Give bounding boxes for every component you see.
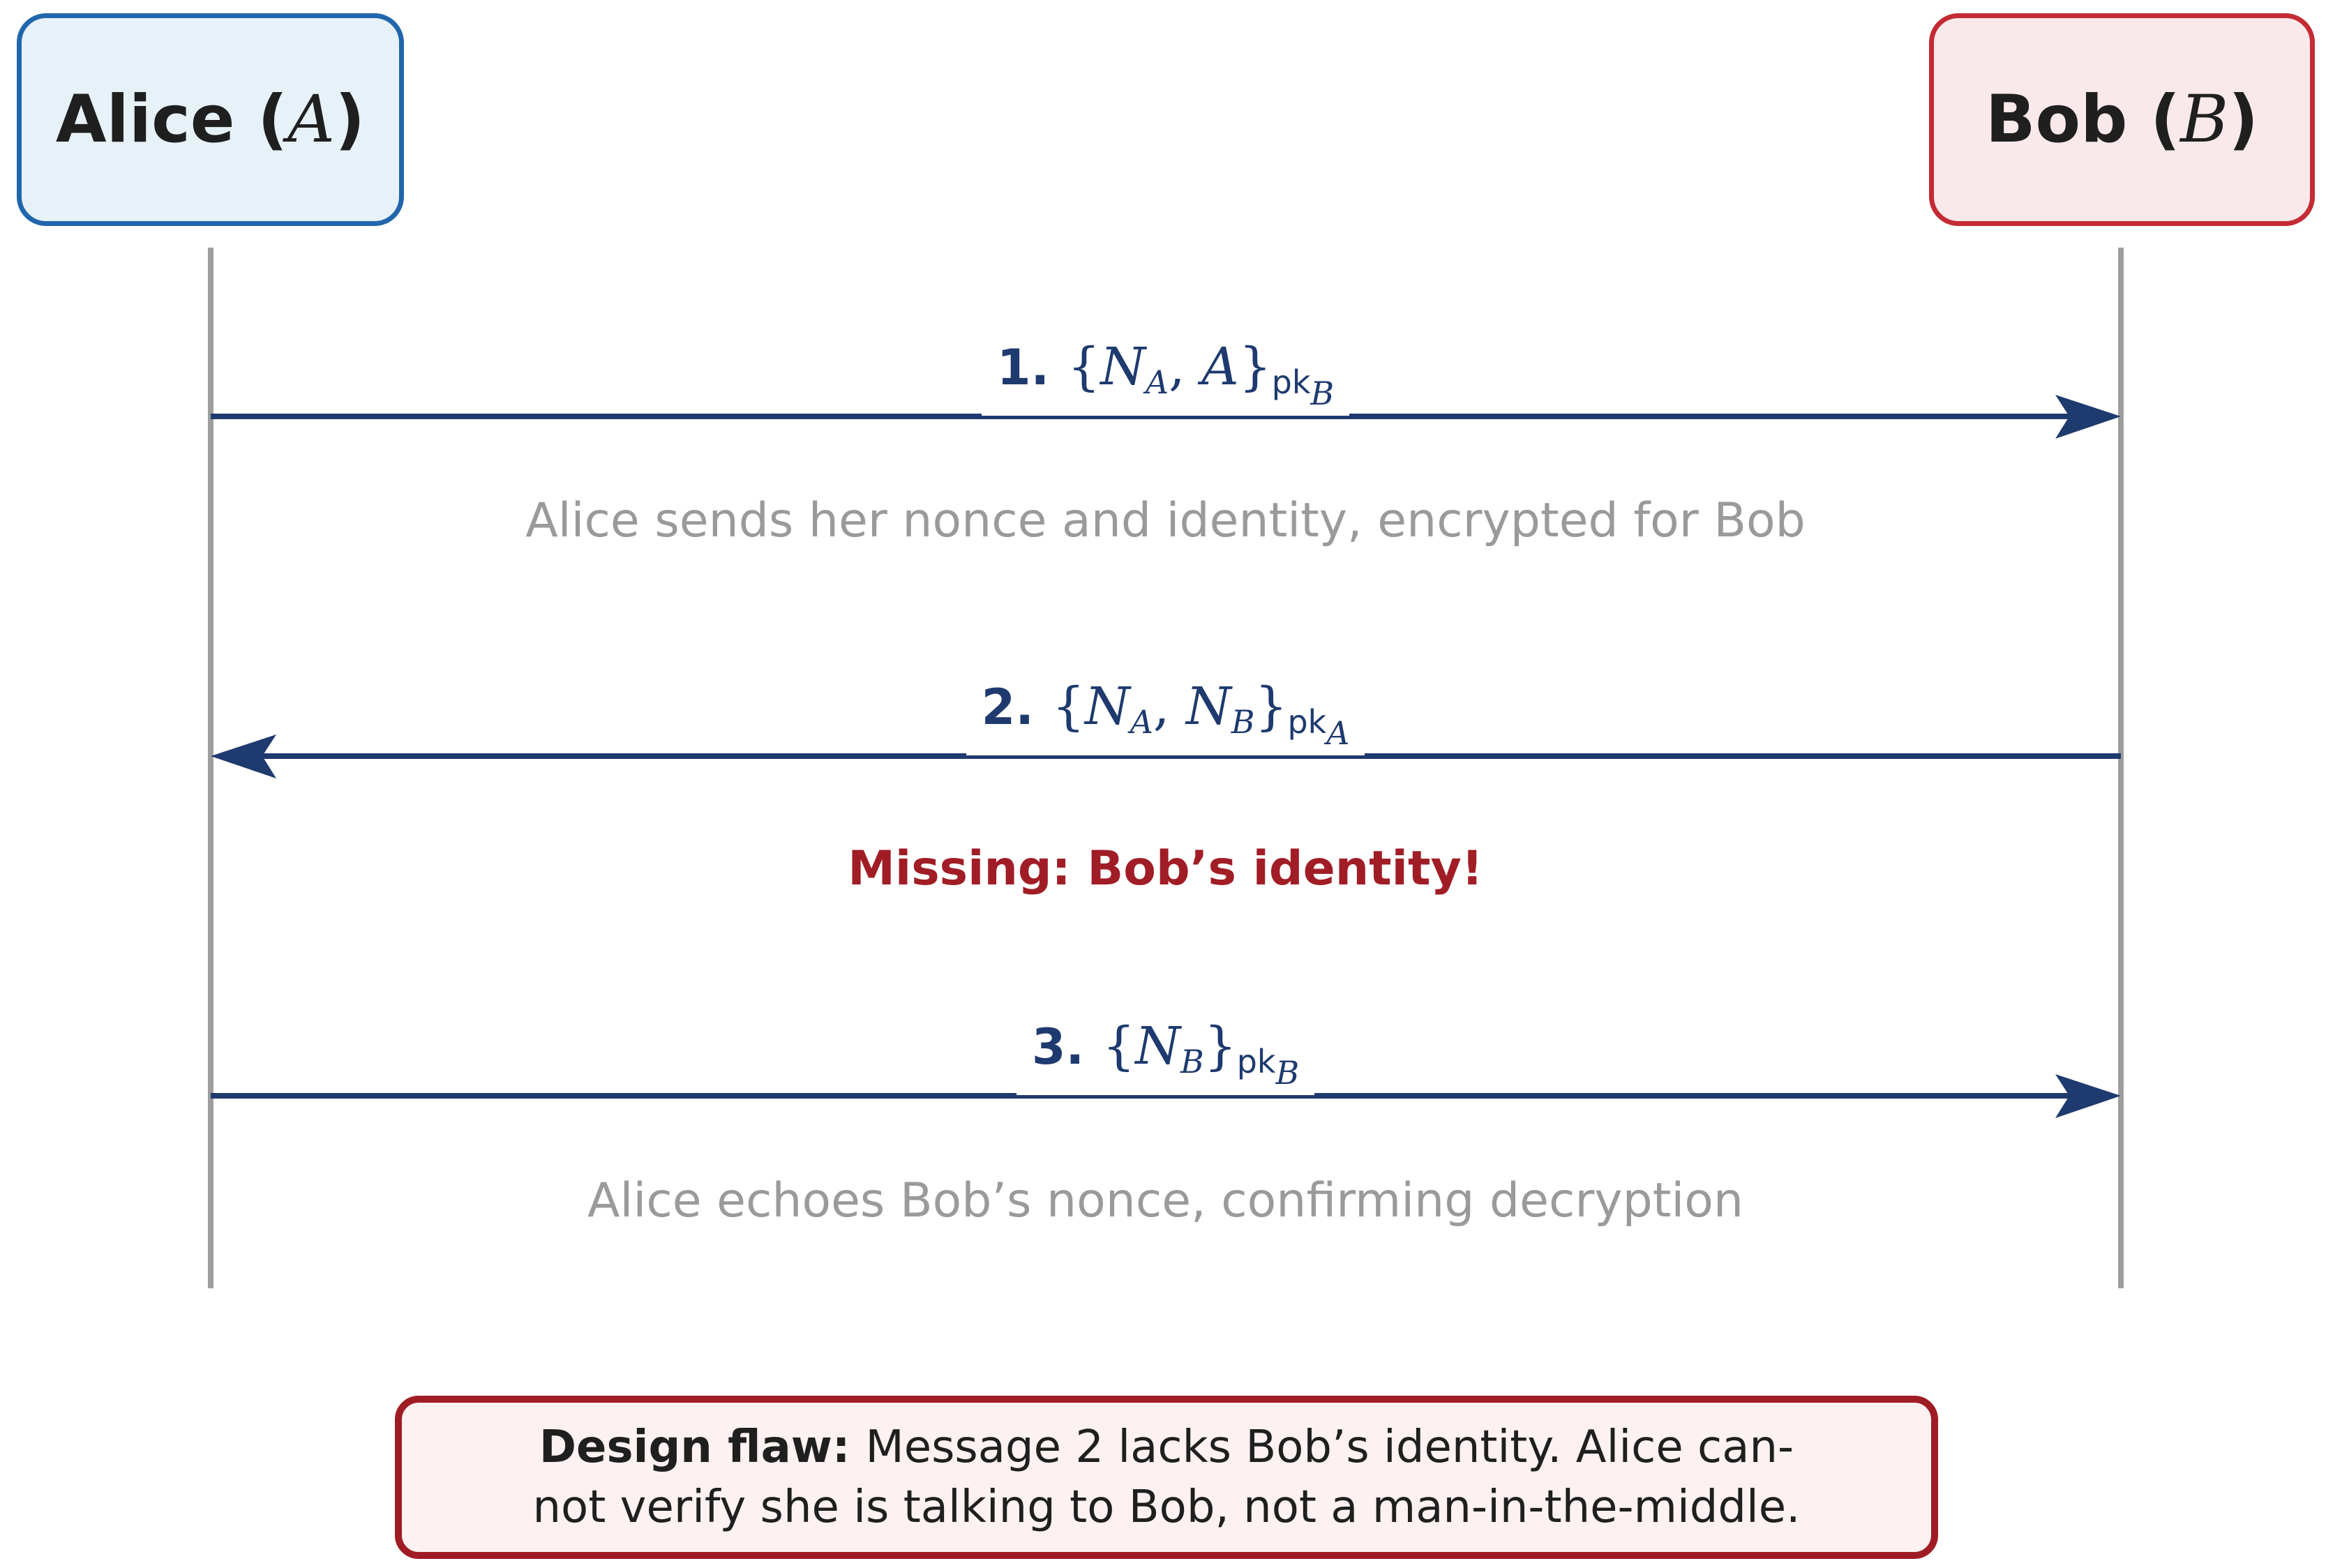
message-3-formula: {NB}pkB: [1102, 1016, 1300, 1092]
message-1-number: 1.: [996, 339, 1050, 396]
design-flaw-line-2: not verify she is talking to Bob, not a …: [532, 1482, 1801, 1533]
participant-alice-name: Alice: [55, 82, 235, 158]
missing-identity-warning: Missing: Bob’s identity!: [848, 841, 1483, 896]
message-1-note: Alice sends her nonce and identity, encr…: [525, 493, 1806, 548]
message-1-arrow: [211, 395, 2121, 439]
message-3-number: 3.: [1031, 1018, 1085, 1076]
participant-bob-symbol: B: [2180, 82, 2229, 158]
design-flaw-heading: Design flaw:: [539, 1422, 850, 1473]
message-1-formula: {NA, A}pkB: [1067, 337, 1335, 412]
message-2-formula: {NA, NB}pkA: [1051, 677, 1350, 752]
participant-bob-name: Bob: [1985, 82, 2128, 158]
design-flaw-callout: Design flaw: Message 2 lacks Bob’s identi…: [395, 1396, 1938, 1559]
message-3-label: 3. {NB}pkB: [213, 1019, 2117, 1095]
participant-bob: Bob (B): [1929, 13, 2315, 226]
design-flaw-text: Design flaw: Message 2 lacks Bob’s identi…: [532, 1417, 1800, 1537]
message-3-note: Alice echoes Bob’s nonce, confirming dec…: [587, 1173, 1743, 1228]
design-flaw-line-1: Message 2 lacks Bob’s identity. Alice ca…: [865, 1422, 1794, 1473]
message-2-label: 2. {NA, NB}pkA: [213, 679, 2117, 755]
participant-alice: Alice (A): [17, 13, 404, 226]
message-1-label: 1. {NA, A}pkB: [213, 340, 2117, 416]
message-2-arrow: [211, 734, 2121, 778]
message-3-arrow: [211, 1074, 2121, 1118]
participant-alice-symbol: A: [287, 82, 336, 158]
message-2-number: 2.: [981, 679, 1034, 736]
